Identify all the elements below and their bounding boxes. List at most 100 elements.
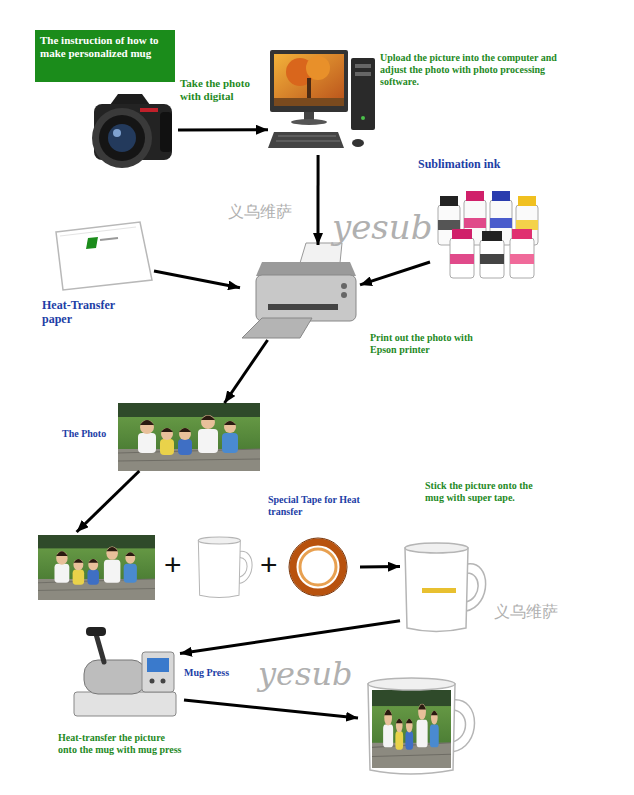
ink-bottles-picture: [482, 231, 502, 241]
computer-picture: [274, 54, 344, 106]
ink-bottles-picture: [450, 238, 534, 278]
ink-bottles-picture: [480, 254, 504, 264]
ink-bottles-picture: [438, 191, 538, 278]
step-caption: Heat-Transfer paper: [42, 298, 147, 327]
flow-arrow: [317, 155, 320, 245]
printer-picture: [341, 283, 347, 289]
step-caption: Stick the picture onto the mug with supe…: [425, 480, 543, 504]
camera-picture: [110, 94, 150, 105]
finished-mug-picture: [372, 690, 451, 768]
transfer-paper-picture: [60, 227, 136, 236]
transfer-paper-picture: [100, 238, 118, 240]
watermark-text: 义乌维萨: [228, 203, 292, 221]
finished-mug-picture: [368, 684, 455, 774]
finished-mug-picture: [368, 678, 455, 690]
computer-picture: [270, 50, 348, 112]
ink-bottles-picture: [510, 254, 534, 264]
flow-arrow: [225, 340, 268, 403]
ink-bottles-picture: [452, 229, 472, 239]
watermark-text: 义乌维萨: [494, 603, 558, 621]
materials-picture: [38, 535, 347, 600]
step-node: Upload the picture into the computer and…: [268, 45, 378, 155]
ink-bottles-picture: [450, 254, 474, 264]
camera-picture: [99, 115, 145, 161]
computer-picture: [268, 132, 344, 148]
mug-press-picture: [142, 652, 174, 692]
flow-arrow: [360, 262, 430, 285]
printer-picture: [256, 275, 356, 321]
step-caption: Heat-transfer the picture onto the mug w…: [58, 732, 183, 756]
computer-picture: [268, 50, 375, 148]
taped-mug-picture: [422, 588, 456, 593]
step-caption: Special Tape for Heat transfer: [268, 494, 393, 518]
flow-arrow: [178, 128, 268, 131]
transfer-paper-picture: [56, 222, 152, 290]
camera-picture: [92, 108, 152, 168]
materials-picture: [289, 538, 347, 596]
step-caption: Mug Press: [184, 667, 254, 679]
printer-picture: [256, 262, 356, 276]
step-node: Sublimation ink: [430, 190, 540, 280]
watermark-text: yesub: [332, 208, 432, 247]
materials-picture: [198, 537, 252, 598]
computer-picture: [351, 58, 375, 130]
computer-picture: [355, 72, 371, 76]
computer-picture: [352, 139, 364, 147]
computer-picture: [274, 98, 344, 106]
mug-press-picture: [150, 679, 155, 684]
ink-bottles-picture: [512, 229, 532, 239]
step-node: Stick the picture onto the mug with supe…: [400, 540, 490, 635]
computer-picture: [355, 64, 371, 68]
taped-mug-picture: [405, 543, 486, 632]
step-caption: The Photo: [62, 428, 116, 440]
step-node: Take the photo with digital: [88, 85, 178, 175]
finished-mug-picture: [452, 700, 475, 752]
step-node: Mug PressHeat-transfer the picture onto …: [68, 625, 180, 720]
step-node: Special Tape for Heat transfer: [38, 532, 360, 602]
computer-picture: [276, 136, 340, 141]
step-caption: Sublimation ink: [418, 157, 538, 171]
ink-bottles-picture: [480, 240, 504, 278]
computer-picture: [361, 116, 365, 120]
press-to-mug-arrow: [184, 700, 358, 718]
camera-picture: [160, 112, 172, 152]
camera-picture: [108, 124, 136, 152]
ink-bottles-picture: [466, 191, 484, 201]
ink-bottles-picture: [492, 191, 510, 201]
computer-picture: [304, 112, 314, 120]
title-banner: The instruction of how to make personali…: [35, 30, 175, 82]
printer-picture: [341, 292, 347, 298]
transfer-paper-picture: [56, 222, 152, 290]
ink-bottles-picture: [518, 196, 536, 206]
finished-mug-picture: [368, 678, 475, 774]
step-caption: Take the photo with digital: [180, 77, 262, 103]
camera-picture: [92, 94, 172, 168]
transfer-paper-picture: [86, 237, 98, 249]
materials-picture: [38, 535, 155, 600]
mug-press-picture: [147, 658, 169, 672]
step-caption: Upload the picture into the computer and…: [380, 52, 560, 88]
ink-bottles-picture: [510, 238, 534, 278]
computer-picture: [291, 119, 327, 125]
step-caption: Print out the photo with Epson printer: [370, 332, 490, 356]
camera-picture: [113, 129, 121, 137]
ink-bottles-picture: [450, 238, 474, 278]
mug-press-picture: [96, 634, 104, 662]
mug-press-picture: [86, 627, 106, 636]
photo-picture: [118, 403, 260, 471]
mug-press-picture: [161, 679, 166, 684]
computer-picture: [306, 56, 330, 80]
ink-bottles-picture: [438, 220, 460, 230]
ink-bottles-picture: [490, 218, 512, 228]
printer-picture: [242, 243, 356, 338]
ink-bottles-picture: [440, 196, 458, 206]
mug-press-picture: [84, 660, 146, 694]
taped-mug-picture: [405, 543, 486, 632]
printer-picture: [268, 304, 338, 310]
flow-arrow: [360, 565, 400, 568]
plus-sign: +: [260, 548, 278, 583]
press-to-mug-arrow: [184, 700, 358, 718]
step-node: The Photo: [118, 403, 260, 471]
ink-bottles-picture: [438, 200, 538, 245]
